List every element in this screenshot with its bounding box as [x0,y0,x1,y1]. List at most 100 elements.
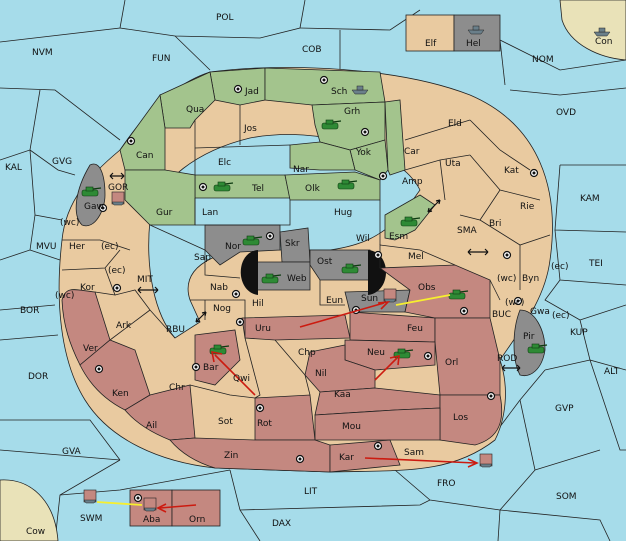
label-tel: Tel [251,184,264,194]
sc-kar [373,441,383,451]
label-elc: Elc [218,158,231,168]
supply-centers [94,75,539,503]
label-eun: Eun [326,296,343,306]
label-gvp: GVP [555,404,574,414]
label-feu: Feu [407,324,423,334]
army-web[interactable] [261,273,282,284]
province-grh-east [384,99,406,176]
label-mit: MIT [137,275,153,285]
province-kar[interactable] [329,439,401,473]
order-uru-sun-head [377,300,391,310]
sc-kat [529,168,539,178]
province-olk[interactable] [284,171,381,201]
fleet-sun[interactable] [383,288,397,303]
label-chp: Chp [298,348,316,358]
label-hil: Hil [252,299,264,309]
army-ost[interactable] [341,263,362,274]
sc-zin [295,454,305,464]
label-grh: Grh [344,107,360,117]
army-esm[interactable] [400,216,421,227]
label-can: Can [136,151,154,161]
label-dax: DAX [272,519,291,529]
label-bor: BOR [20,306,39,316]
sc-nog [235,317,245,327]
army-gaw[interactable] [81,186,102,197]
province-orn[interactable] [171,489,221,527]
label-cow: Cow [26,527,45,537]
army-nor[interactable] [242,235,263,246]
army-pir[interactable] [527,343,548,354]
label-hug: Hug [334,208,352,218]
coast-ec-her: (ec) [101,242,119,252]
capsule-left-cap [240,250,258,295]
order-nil-neu-head [389,354,400,366]
province-tel[interactable] [194,174,291,199]
sc-nab [231,289,241,299]
fleet-con[interactable] [593,27,611,37]
label-eld: Eld [448,119,462,129]
army-olk[interactable] [337,179,358,190]
province-can[interactable] [119,93,166,171]
label-web: Web [287,274,307,284]
label-zin: Zin [224,451,238,461]
adjacency-arrows [109,172,521,372]
label-byn: Byn [522,274,539,284]
sc-tel [198,182,208,192]
capsule-right-cap [368,250,386,295]
label-wil: Wil [356,234,370,244]
label-nog: Nog [213,304,231,314]
province-sch[interactable] [264,67,386,106]
label-ovd: OVD [556,108,576,118]
army-grh[interactable] [321,119,342,130]
province-rot[interactable] [254,394,316,441]
army-obs[interactable] [448,289,469,300]
province-nar[interactable] [289,141,356,171]
order-swm-aba [96,501,143,506]
label-mou: Mou [342,422,361,432]
label-skr: Skr [285,239,300,249]
label-nom: NOM [532,55,554,65]
label-fun: FUN [152,54,171,64]
fleet-gor[interactable] [111,191,125,206]
coast-wc-gwa: (wc) [505,298,524,308]
province-los[interactable] [439,394,503,446]
fleet-aba[interactable] [143,497,157,512]
province-ail[interactable] [124,384,196,441]
army-tel[interactable] [213,181,234,192]
sma-arrow [467,248,489,256]
province-orl[interactable] [434,317,501,396]
province-pir[interactable] [513,309,546,377]
red-territories [61,264,503,473]
sc-neu [423,351,433,361]
fleet-swm[interactable] [83,489,97,504]
province-zin[interactable] [169,437,331,473]
tan-borders [61,105,551,399]
label-neu: Neu [367,348,385,358]
label-olk: Olk [305,184,321,194]
label-kar: Kar [339,453,354,463]
sc-nor [265,231,275,241]
label-mel: Mel [408,252,424,262]
order-uru-sun [299,302,385,328]
label-pol: POL [216,13,234,23]
order-obs-sun [395,294,451,306]
label-gvg: GVG [52,157,72,167]
label-chr: Chr [169,383,185,393]
sc-gwa [513,296,523,306]
esm-arrow [427,199,441,213]
fleet-sch[interactable] [351,85,369,95]
province-ost[interactable] [309,249,381,281]
label-rie: Rie [520,202,535,212]
fleet-fro[interactable] [479,453,493,468]
order-kar-fro [364,457,476,464]
label-kam: KAM [580,194,600,204]
mit-arrow [137,286,159,294]
label-sma: SMA [457,226,477,236]
fleet-hel[interactable] [467,25,485,35]
province-elf[interactable] [405,14,455,52]
label-kaa: Kaa [334,390,351,400]
coast-labels: (wc) (ec) (ec) (wc) (wc) (ec) (wc) (ec) [55,218,570,321]
province-ken[interactable] [79,339,151,411]
label-uru: Uru [255,324,271,334]
label-rot: Rot [257,419,272,429]
